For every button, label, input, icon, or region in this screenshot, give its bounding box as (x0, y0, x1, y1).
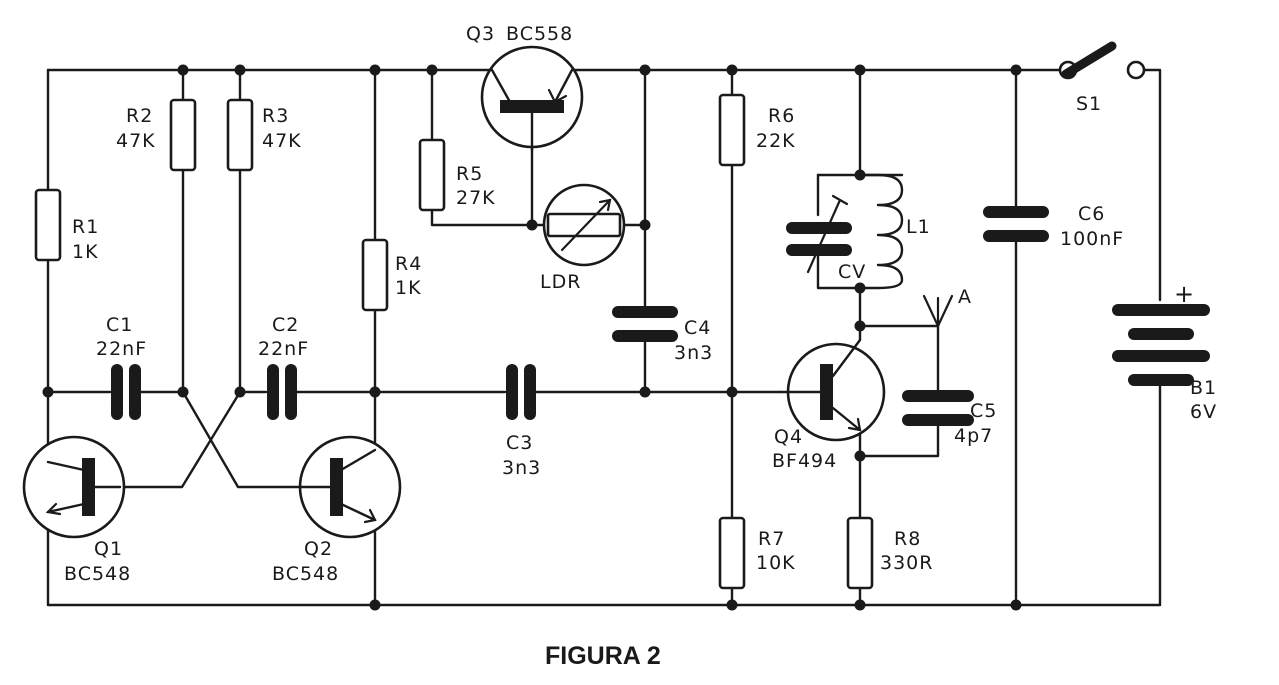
label-r8-ref: R8 (894, 528, 921, 550)
label-b1-value: 6V (1190, 401, 1217, 423)
label-c5-ref: C5 (970, 400, 997, 422)
label-q3-value: BC558 (506, 23, 573, 45)
label-r4-ref: R4 (395, 253, 422, 275)
component-labels: R1 1K R2 47K R3 47K R4 1K R5 27K R6 22K … (64, 23, 1217, 585)
label-r2-ref: R2 (126, 105, 153, 127)
capacitor-c1 (111, 364, 141, 420)
ldr-photoresistor (542, 183, 626, 267)
label-r1-value: 1K (72, 241, 99, 263)
transistor-q4 (778, 338, 886, 442)
junction-dots (42, 64, 1022, 611)
label-q3-ref: Q3 (466, 23, 495, 45)
inductor-l1 (858, 173, 904, 290)
label-q2-value: BC548 (272, 563, 339, 585)
antenna-icon (922, 294, 954, 328)
capacitor-c6 (983, 206, 1049, 242)
capacitor-c5 (902, 390, 974, 426)
label-q4-ref: Q4 (774, 426, 803, 448)
label-r6-ref: R6 (768, 105, 795, 127)
label-b1-polarity: + (1174, 280, 1194, 308)
resistor-r6 (718, 93, 746, 167)
label-q1-value: BC548 (64, 563, 131, 585)
resistor-r3 (226, 98, 254, 172)
label-q4-value: BF494 (772, 450, 837, 472)
label-c3-value: 3n3 (502, 457, 541, 479)
label-c6-value: 100nF (1060, 228, 1124, 250)
label-c4-ref: C4 (684, 317, 711, 339)
label-r2-value: 47K (116, 130, 156, 152)
label-l1: L1 (906, 216, 931, 238)
resistor-r4 (361, 238, 389, 312)
resistor-r2 (169, 98, 197, 172)
label-c1-ref: C1 (106, 314, 133, 336)
label-r4-value: 1K (395, 277, 422, 299)
label-r6-value: 22K (756, 130, 796, 152)
label-r7-value: 10K (756, 552, 796, 574)
label-s1: S1 (1076, 93, 1102, 115)
label-cv: CV (838, 261, 866, 283)
label-c6-ref: C6 (1078, 203, 1105, 225)
label-c5-value: 4p7 (954, 425, 993, 447)
wiring (46, 68, 1162, 607)
label-c2-ref: C2 (272, 314, 299, 336)
label-ldr: LDR (540, 271, 581, 293)
label-q1-ref: Q1 (94, 538, 123, 560)
resistor-r7 (718, 516, 746, 590)
label-r3-value: 47K (262, 130, 302, 152)
label-c3-ref: C3 (506, 432, 533, 454)
battery-b1 (1112, 304, 1210, 386)
label-antenna: A (958, 286, 972, 308)
resistor-r1 (34, 188, 62, 262)
resistor-r8 (846, 516, 874, 590)
label-q2-ref: Q2 (304, 538, 333, 560)
capacitor-c3 (506, 364, 536, 420)
variable-capacitor-cv (786, 194, 852, 274)
transistor-q1 (22, 435, 126, 539)
figure-caption: FIGURA 2 (545, 642, 661, 670)
label-r5-value: 27K (456, 187, 496, 209)
label-r5-ref: R5 (456, 163, 483, 185)
label-c4-value: 3n3 (674, 342, 713, 364)
label-c2-value: 22nF (258, 338, 309, 360)
resistor-r5 (418, 138, 446, 212)
label-c1-value: 22nF (96, 338, 147, 360)
transistor-q3 (480, 45, 584, 152)
label-r1-ref: R1 (72, 216, 99, 238)
label-r7-ref: R7 (758, 528, 785, 550)
label-r8-value: 330R (880, 552, 933, 574)
transistor-q2 (298, 435, 402, 539)
switch-s1 (1058, 41, 1146, 80)
capacitor-c2 (267, 364, 297, 420)
label-r3-ref: R3 (262, 105, 289, 127)
capacitor-c4 (612, 306, 678, 342)
label-b1-ref: B1 (1190, 377, 1217, 399)
